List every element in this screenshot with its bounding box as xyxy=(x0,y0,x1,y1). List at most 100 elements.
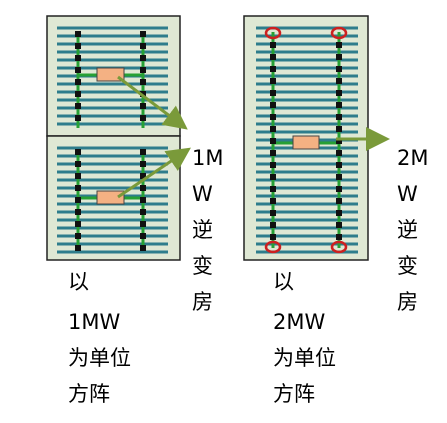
highlight-circle-top-left xyxy=(264,26,282,40)
combiner-box xyxy=(270,126,276,132)
combiner-box xyxy=(270,90,276,96)
combiner-box xyxy=(75,43,81,49)
combiner-box xyxy=(140,245,146,251)
left-bottom-inverter-box xyxy=(96,190,125,205)
combiner-box xyxy=(336,78,342,84)
right-unit-label-line-1: 以 xyxy=(273,270,294,294)
combiner-box xyxy=(336,114,342,120)
combiner-box xyxy=(336,186,342,192)
combiner-box xyxy=(270,234,276,240)
right-inverter-label-line-5: 房 xyxy=(397,290,418,314)
combiner-box xyxy=(75,161,81,167)
combiner-box xyxy=(75,245,81,251)
combiner-box xyxy=(75,79,81,85)
combiner-box xyxy=(140,79,146,85)
combiner-box xyxy=(75,103,81,109)
combiner-box xyxy=(270,66,276,72)
combiner-box xyxy=(336,222,342,228)
combiner-box xyxy=(336,42,342,48)
left-bottom-arrow xyxy=(117,147,191,199)
combiner-box xyxy=(75,197,81,203)
combiner-box xyxy=(336,90,342,96)
combiner-box xyxy=(75,221,81,227)
combiner-box xyxy=(140,115,146,121)
combiner-box xyxy=(270,42,276,48)
combiner-box xyxy=(75,233,81,239)
left-top-inverter-box xyxy=(96,67,125,82)
left-inverter-label-line-4: 变 xyxy=(192,254,213,278)
combiner-box xyxy=(140,103,146,109)
combiner-box xyxy=(336,66,342,72)
left-unit-label-line-3: 为单位 xyxy=(68,346,131,370)
combiner-box xyxy=(270,102,276,108)
combiner-box xyxy=(270,78,276,84)
combiner-box xyxy=(140,197,146,203)
left-inverter-label-line-2: W xyxy=(192,182,213,206)
combiner-box xyxy=(270,210,276,216)
combiner-box xyxy=(75,185,81,191)
combiner-box xyxy=(75,55,81,61)
left-array-block xyxy=(46,15,191,261)
right-inverter-label-line-1: 2M xyxy=(397,146,429,170)
combiner-box xyxy=(270,138,276,144)
combiner-box xyxy=(140,209,146,215)
combiner-box xyxy=(270,54,276,60)
combiner-box xyxy=(75,209,81,215)
left-inverter-label-line-3: 逆 xyxy=(192,218,213,242)
combiner-box xyxy=(270,198,276,204)
combiner-box xyxy=(270,174,276,180)
combiner-box xyxy=(140,173,146,179)
left-inverter-label-line-1: 1M xyxy=(192,146,224,170)
combiner-box xyxy=(75,67,81,73)
left-inverter-label-line-5: 房 xyxy=(192,290,213,314)
combiner-box xyxy=(140,149,146,155)
combiner-box xyxy=(140,185,146,191)
left-unit-label-line-2: 1MW xyxy=(68,310,121,334)
combiner-box xyxy=(270,222,276,228)
combiner-box xyxy=(75,31,81,37)
combiner-box xyxy=(270,114,276,120)
combiner-box xyxy=(336,162,342,168)
combiner-box xyxy=(75,115,81,121)
combiner-box xyxy=(270,150,276,156)
combiner-box xyxy=(75,149,81,155)
right-array-block xyxy=(243,15,390,261)
combiner-box xyxy=(140,55,146,61)
combiner-box xyxy=(336,174,342,180)
combiner-box xyxy=(140,67,146,73)
right-combiner-boxes xyxy=(270,42,342,240)
combiner-box xyxy=(336,102,342,108)
right-inverter-label-line-2: W xyxy=(397,182,418,206)
left-combiner-boxes xyxy=(75,31,146,251)
combiner-box xyxy=(140,233,146,239)
right-inverter-label-line-3: 逆 xyxy=(397,218,418,242)
left-unit-label-line-4: 方阵 xyxy=(68,382,110,406)
highlight-circle-bottom-left xyxy=(264,240,282,254)
right-inverter-label-line-4: 变 xyxy=(397,254,418,278)
combiner-box xyxy=(270,186,276,192)
right-unit-label-line-3: 为单位 xyxy=(273,346,336,370)
combiner-box xyxy=(140,31,146,37)
combiner-box xyxy=(140,161,146,167)
left-unit-label-line-1: 以 xyxy=(68,270,89,294)
right-inverter-box xyxy=(292,135,320,150)
combiner-box xyxy=(336,54,342,60)
combiner-box xyxy=(270,162,276,168)
combiner-box xyxy=(336,198,342,204)
combiner-box xyxy=(336,210,342,216)
right-unit-label-line-2: 2MW xyxy=(273,310,326,334)
combiner-box xyxy=(140,221,146,227)
combiner-box xyxy=(140,43,146,49)
combiner-box xyxy=(75,91,81,97)
combiner-box xyxy=(336,234,342,240)
highlight-circle-top-right xyxy=(330,26,348,40)
right-highlight-circles xyxy=(264,26,348,254)
right-unit-label-line-4: 方阵 xyxy=(273,382,315,406)
combiner-box xyxy=(336,138,342,144)
left-top-arrow xyxy=(117,75,188,130)
highlight-circle-bottom-right xyxy=(330,240,348,254)
combiner-box xyxy=(336,150,342,156)
combiner-box xyxy=(336,126,342,132)
combiner-box xyxy=(75,173,81,179)
